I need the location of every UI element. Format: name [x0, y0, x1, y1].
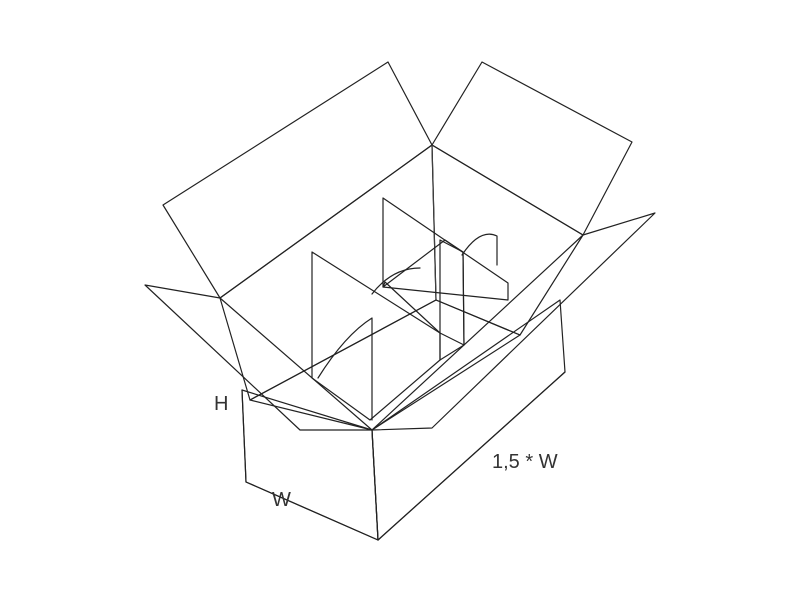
box-front-side-face: [371, 299, 566, 541]
box-left-side-face: [241, 389, 379, 541]
height-label: H: [214, 393, 229, 415]
partition-front-slot: [317, 317, 373, 421]
width-label: W: [272, 489, 291, 511]
bottom-edge-front: [377, 371, 566, 541]
front-right-flap: [371, 212, 656, 431]
partition-back-white: [382, 197, 509, 301]
length-label: 1,5 * W: [492, 451, 558, 473]
back-right-flap: [431, 61, 633, 236]
front-left-flap: [144, 284, 373, 431]
partition-notch-back: [461, 233, 498, 266]
partition-notch-mid: [371, 267, 421, 295]
inner-back-wall-left: [219, 144, 437, 401]
partition-middle-white: [382, 239, 465, 346]
partition-long-divider: [311, 251, 441, 421]
partition-short-divider: [439, 239, 465, 361]
height-edge: [241, 389, 247, 483]
front-corner-edge: [371, 429, 379, 541]
bottom-edge-left: [245, 481, 379, 541]
back-left-flap: [162, 61, 433, 299]
inner-corner-crease: [431, 144, 437, 301]
inner-floor: [249, 299, 521, 431]
